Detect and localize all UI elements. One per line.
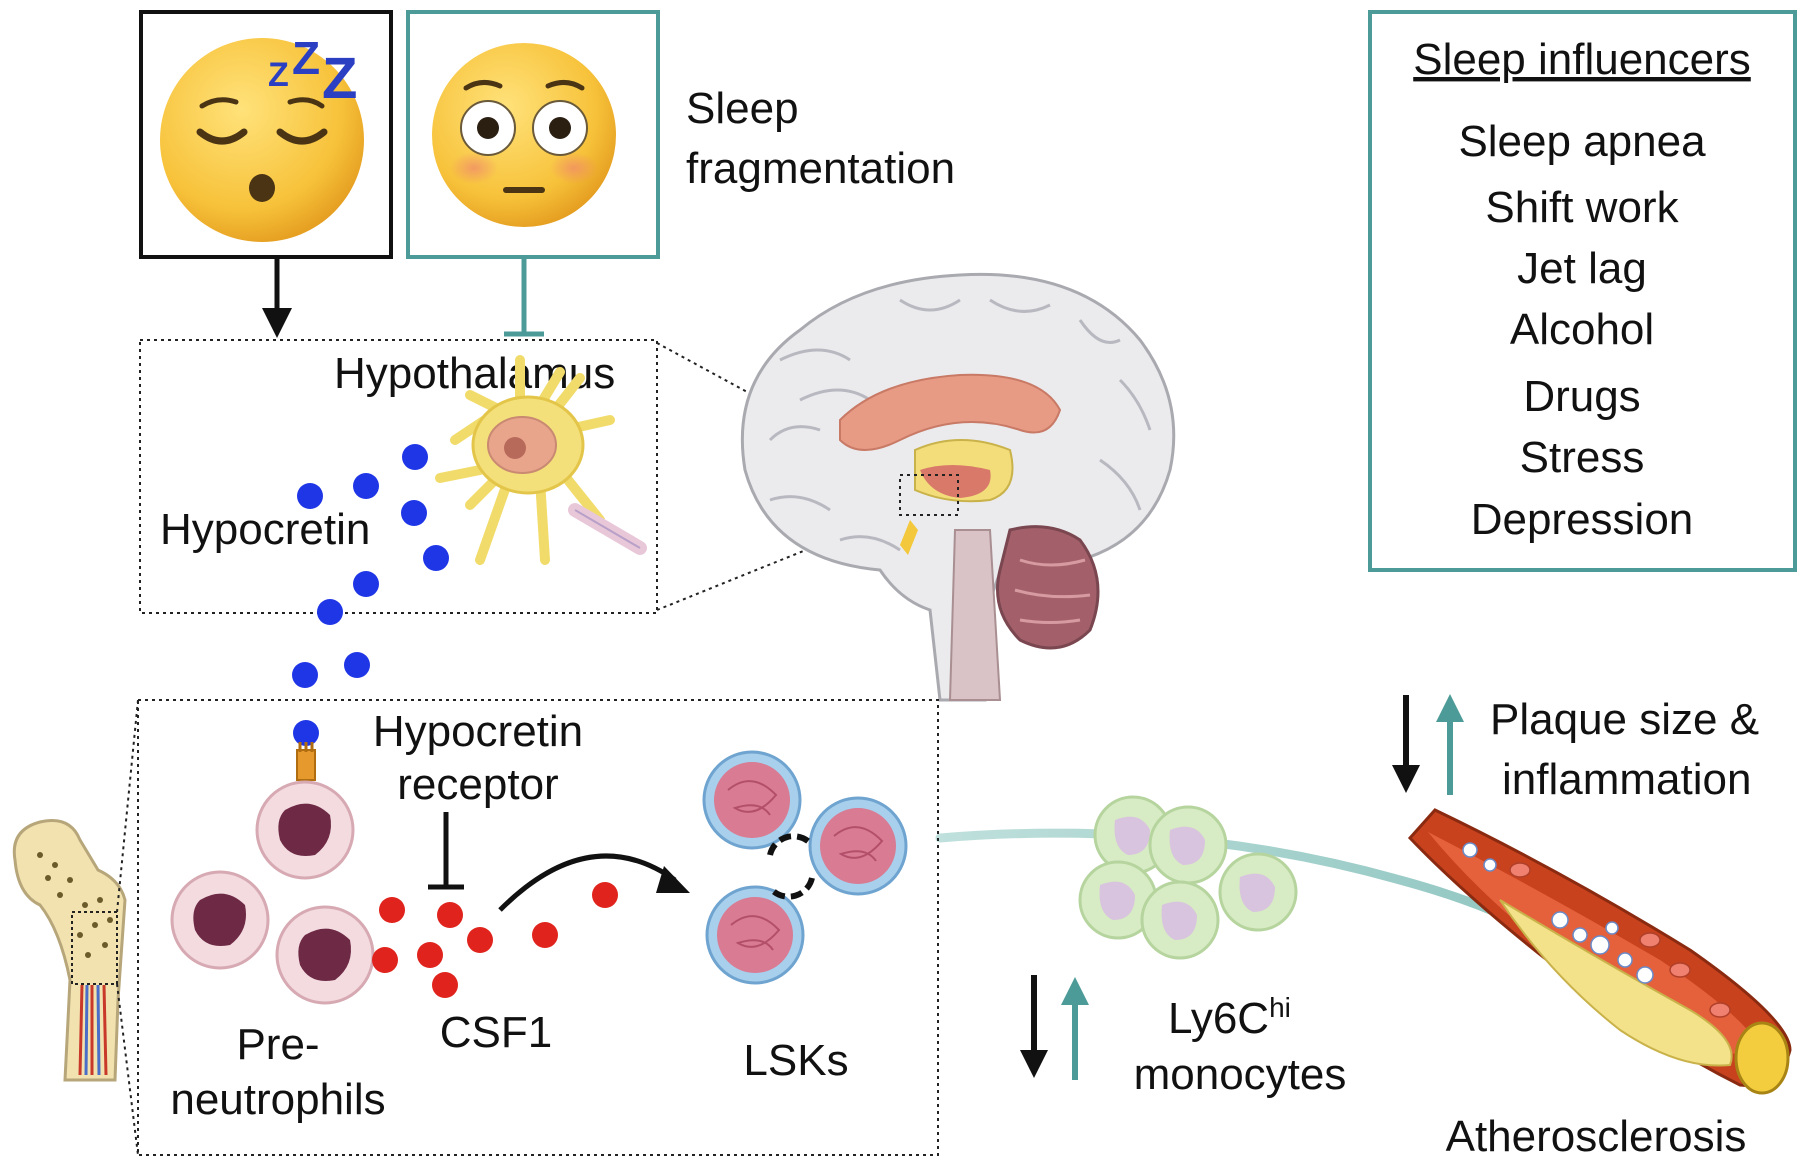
csf1-dots [372,882,618,998]
lsks-label: LSKs [743,1036,848,1085]
plaque-change-arrows [1392,694,1464,795]
hypocretin-receptor-icon [296,742,316,781]
femur-bone-icon [12,699,139,1156]
atherosclerotic-artery-icon [1407,808,1792,1095]
atherosclerosis-label: Atherosclerosis [1446,1112,1747,1161]
sleep-influencer-item: Alcohol [1510,305,1654,354]
svg-text:Z: Z [292,32,320,84]
sleep-influencers-title: Sleep influencers [1413,35,1751,84]
sleep-influencer-item: Shift work [1485,183,1679,232]
sleep-fragmentation-box [406,10,660,259]
lsk-cells [702,750,908,985]
hypocretin-neuron-icon [435,355,647,565]
pre-neutrophil-cell [170,870,270,970]
sleep-influencer-item: Jet lag [1517,244,1647,293]
sleep-fragmentation-label-line2: fragmentation [686,144,955,193]
sleep-promotes-arrow [262,258,292,338]
hypocretin-receptor-label-line1: Hypocretin [373,707,583,756]
cycle-arrows-icon [767,833,815,900]
lsk-cell [808,796,908,896]
pre-neutrophil-cells [170,780,375,1005]
sleeping-face-emoji-icon: Z Z Z [160,32,364,242]
pre-neutrophil-cell [275,905,375,1005]
ly6c-label: Ly6Chi [1168,992,1291,1043]
hypocretin-label: Hypocretin [160,505,370,554]
sleep-influencer-item: Depression [1471,495,1694,544]
plaque-label-line1: Plaque size & [1490,695,1759,744]
sleep-normal-box: Z Z Z [139,10,393,259]
sleep-influencers-panel: Sleep influencers Sleep apnea Shift work… [1368,10,1797,572]
pre-neutrophils-label-line2: neutrophils [170,1075,385,1124]
svg-text:Z: Z [268,56,289,94]
pre-neutrophils-label-line1: Pre- [236,1020,319,1069]
hypocretin-receptor-label-line2: receptor [397,760,558,809]
monocyte-change-arrows [1020,975,1089,1080]
hypothalamus-zoom-box [139,339,658,614]
csf1-label: CSF1 [440,1008,552,1057]
sleep-fragmentation-label-line1: Sleep [686,84,799,133]
ly6c-label-superscript: hi [1269,992,1291,1023]
fragmentation-inhibits-line [504,258,544,337]
ly6c-label-base: Ly6C [1168,994,1269,1043]
lsk-cell [705,885,805,985]
hypothalamus-region-box [899,474,959,516]
bone-marrow-zoom-box [137,699,939,1156]
sleep-influencer-item: Drugs [1523,372,1640,421]
lsk-cell [702,750,802,850]
monocytes-label: monocytes [1134,1050,1347,1099]
pre-neutrophil-cell [255,780,355,880]
csf1-to-lsk-arrow [498,853,677,912]
svg-text:Z: Z [322,46,357,111]
ly6c-monocyte-cells [1078,795,1298,960]
sleep-influencer-item: Stress [1520,433,1645,482]
brain-sagittal-icon [740,272,1176,702]
sleep-influencer-item: Sleep apnea [1458,117,1706,166]
receptor-inhibits-csf1 [428,812,464,890]
flushed-face-emoji-icon [432,43,616,227]
hypocretin-dots [292,444,449,746]
plaque-label-line2: inflammation [1502,755,1751,804]
